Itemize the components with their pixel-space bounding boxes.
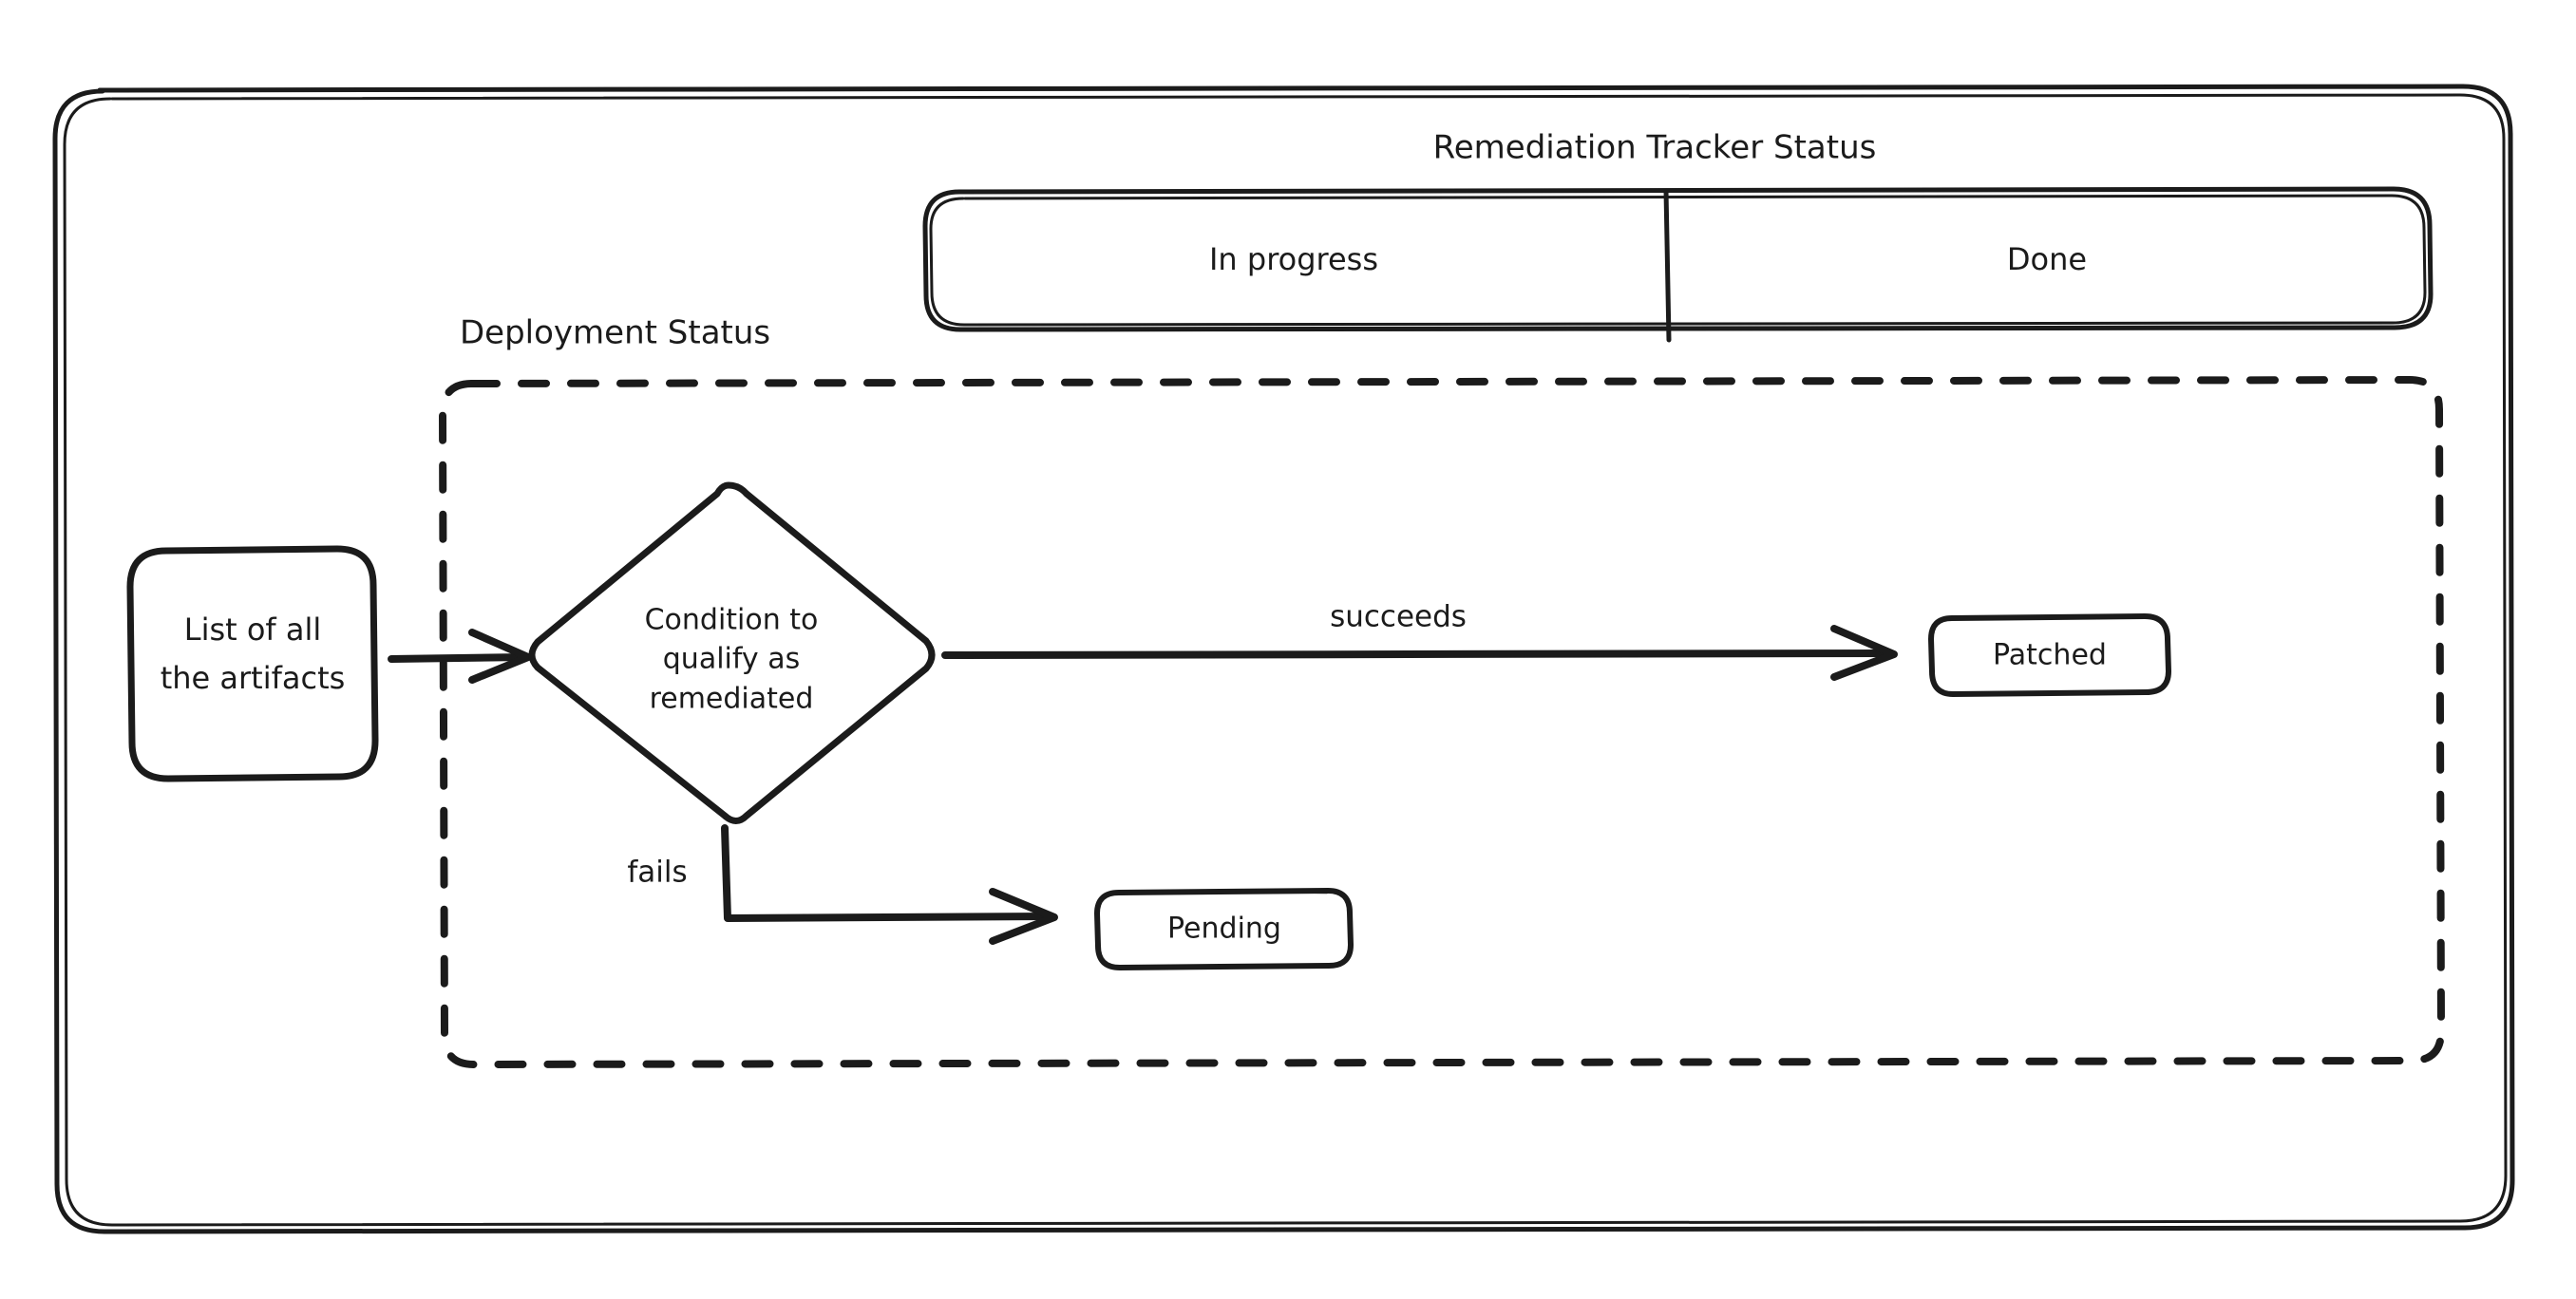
edge-condition-to-pending: fails (627, 824, 1058, 945)
deployment-status-label: Deployment Status (460, 314, 770, 352)
remediation-tracker-bar: In progress Done (922, 186, 2434, 343)
edge-artifacts-to-condition (388, 629, 532, 684)
edge-label-fails: fails (627, 856, 687, 890)
tracker-cell-done[interactable]: Done (2007, 241, 2087, 277)
node-artifacts-line2: the artifacts (161, 660, 346, 696)
node-pending-label: Pending (1167, 913, 1281, 946)
node-condition-line3: remediated (650, 683, 814, 716)
node-patched-label: Patched (1993, 639, 2107, 672)
outer-frame (52, 84, 2515, 1234)
node-condition-line1: Condition to (645, 604, 819, 637)
node-condition-line2: qualify as (663, 643, 800, 676)
node-condition-diamond[interactable]: Condition to qualify as remediated (528, 481, 936, 824)
edge-label-succeeds: succeeds (1330, 600, 1467, 634)
node-list-of-artifacts[interactable]: List of all the artifacts (126, 545, 379, 782)
tracker-title: Remediation Tracker Status (1433, 129, 1877, 167)
node-pending[interactable]: Pending (1094, 888, 1354, 970)
tracker-cell-divider (1663, 188, 1672, 343)
node-artifacts-line1: List of all (184, 612, 322, 648)
node-patched[interactable]: Patched (1928, 613, 2171, 697)
edge-condition-to-patched: succeeds (941, 600, 1898, 681)
tracker-cell-in-progress[interactable]: In progress (1209, 241, 1378, 277)
